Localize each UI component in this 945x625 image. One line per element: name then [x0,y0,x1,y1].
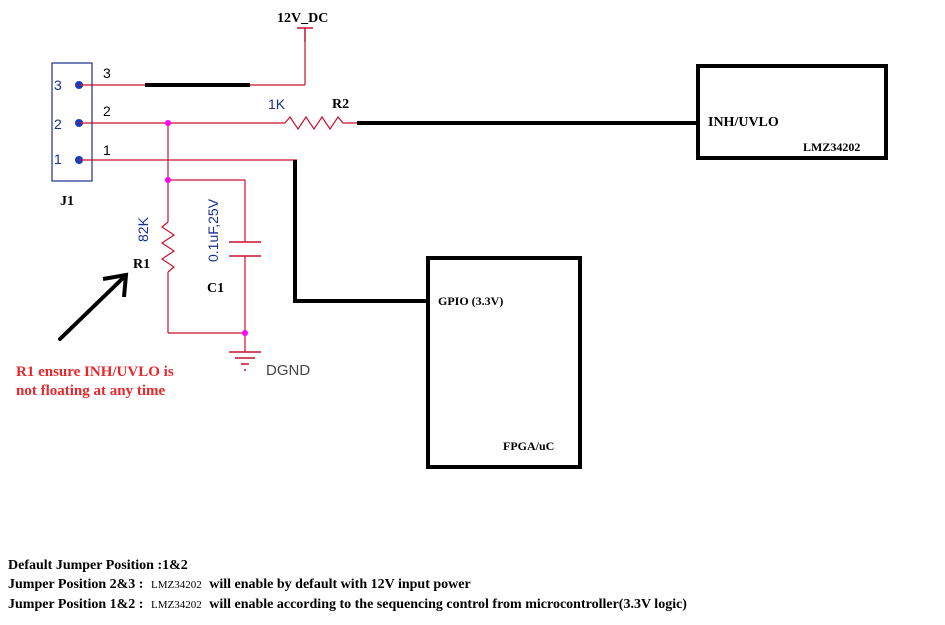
wire-to-gpio [293,160,428,303]
resistor-r2-symbol [284,115,357,131]
note-default-text: Default Jumper Position :1&2 [8,558,188,573]
connector-j1: 3 2 1 J1 3 2 1 [51,62,111,209]
note-jumper-2-3-prefix: Jumper Position 2&3 : [8,577,144,592]
resistor-r2-ref: R2 [332,97,349,112]
resistor-r1-value: 82K [135,216,151,242]
block-fpga-pin-label: GPIO (3.3V) [438,294,503,308]
connector-ref-label: J1 [60,194,74,209]
ground-symbol: DGND [229,351,310,379]
note-jumper-2-3: Jumper Position 2&3 : LMZ34202 will enab… [8,575,938,595]
annotation-line-1: R1 ensure INH/UVLO is [16,364,174,380]
capacitor-c1-value: 0.1uF,25V [205,198,221,262]
pin-label-2: 2 [103,103,111,119]
resistor-r2: 1K R2 [268,96,357,131]
block-lmz34202-pin-label: INH/UVLO [708,115,779,130]
power-symbol-12v: 12V_DC [277,11,328,42]
junction-dot [165,177,171,183]
annotation-text: R1 ensure INH/UVLO is not floating at an… [16,364,174,399]
note-jumper-1-2-prefix: Jumper Position 1&2 : [8,597,144,612]
capacitor-c1-ref: C1 [207,281,224,296]
junction-dot [242,330,248,336]
connector-pin-number-1: 1 [54,151,62,167]
net-label-dgnd: DGND [266,362,310,379]
annotation-arrow [58,272,129,341]
capacitor-c1: 0.1uF,25V C1 [205,198,261,296]
wires-bus [145,83,698,303]
jumper-notes: Default Jumper Position :1&2 Jumper Posi… [8,556,938,615]
connector-pin-number-3: 3 [54,77,62,93]
junctions [165,120,248,336]
note-jumper-2-3-text: will enable by default with 12V input po… [209,577,471,592]
resistor-r1-symbol [160,221,176,273]
block-lmz34202-body [696,64,888,160]
block-lmz34202: INH/UVLO LMZ34202 [696,64,888,160]
block-fpga: GPIO (3.3V) FPGA/uC [426,256,582,469]
connector-body [51,62,93,182]
block-lmz34202-part-name: LMZ34202 [803,140,860,154]
net-label-12v-dc: 12V_DC [277,11,328,26]
note-jumper-1-2-part: LMZ34202 [150,599,202,611]
note-jumper-1-2: Jumper Position 1&2 : LMZ34202 will enab… [8,595,938,615]
resistor-r2-value: 1K [268,96,286,112]
note-default-jumper: Default Jumper Position :1&2 [8,556,938,575]
wires-signal [79,42,306,352]
block-fpga-part-name: FPGA/uC [503,439,554,453]
note-jumper-2-3-part: LMZ34202 [150,579,202,591]
pin-label-3: 3 [103,65,111,81]
pin-label-1: 1 [103,142,111,158]
resistor-r1: 82K R1 [133,216,176,273]
junction-dot [165,120,171,126]
note-jumper-1-2-text: will enable according to the sequencing … [209,597,687,612]
block-fpga-body [426,256,582,469]
connector-pin-number-2: 2 [54,116,62,132]
resistor-r1-ref: R1 [133,257,150,272]
annotation-line-2: not floating at any time [16,383,166,399]
